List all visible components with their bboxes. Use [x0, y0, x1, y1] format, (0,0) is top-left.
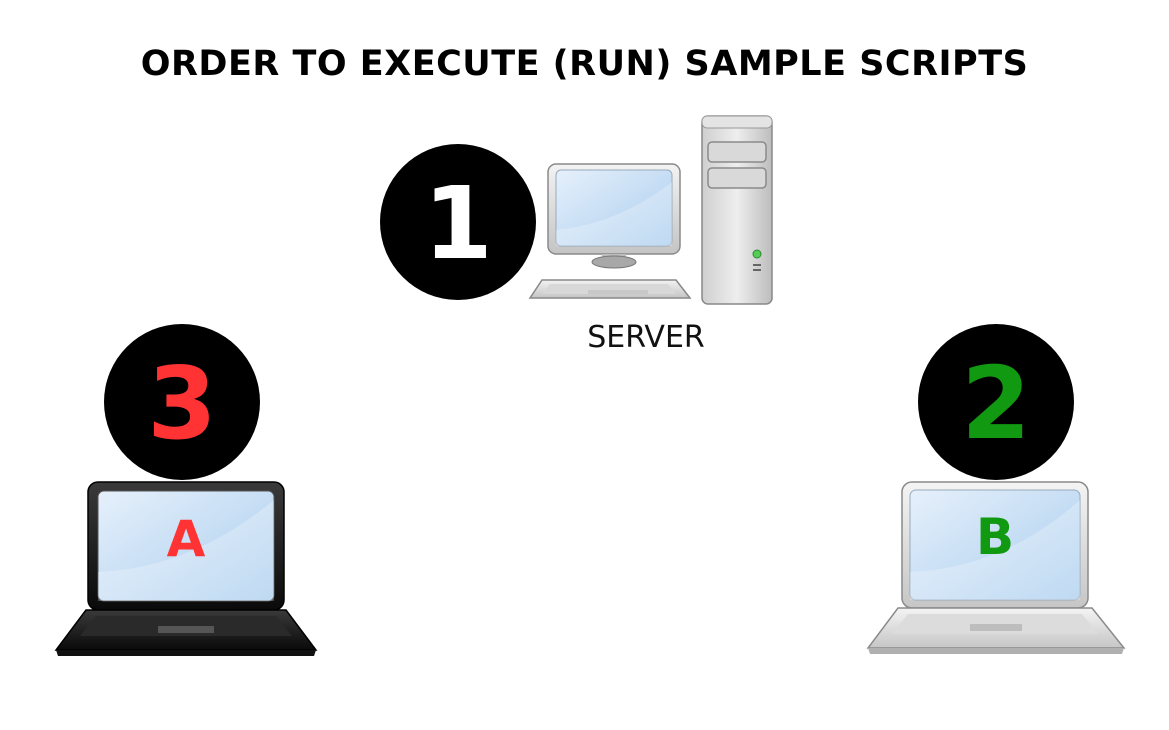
desktop-monitor-icon: [547, 163, 681, 269]
server-computer-icon: [528, 115, 773, 305]
server-label: SERVER: [587, 320, 705, 355]
step-2-badge: 2: [918, 324, 1074, 480]
laptop-b-letter: B: [975, 508, 1015, 566]
page-title: ORDER TO EXECUTE (RUN) SAMPLE SCRIPTS: [140, 44, 1029, 84]
step-3-badge: 3: [104, 324, 260, 480]
laptop-icon: [866, 481, 1126, 654]
laptop-b: B: [864, 480, 1128, 660]
tower-server-icon: [701, 115, 773, 305]
laptop-a: A: [52, 480, 320, 660]
step-1-badge: 1: [380, 144, 536, 300]
step-2-number: 2: [961, 345, 1031, 462]
step-3-number: 3: [147, 345, 217, 462]
laptop-icon: [54, 481, 318, 656]
keyboard-icon: [528, 279, 692, 299]
laptop-a-letter: A: [166, 510, 206, 568]
step-1-number: 1: [423, 165, 493, 282]
